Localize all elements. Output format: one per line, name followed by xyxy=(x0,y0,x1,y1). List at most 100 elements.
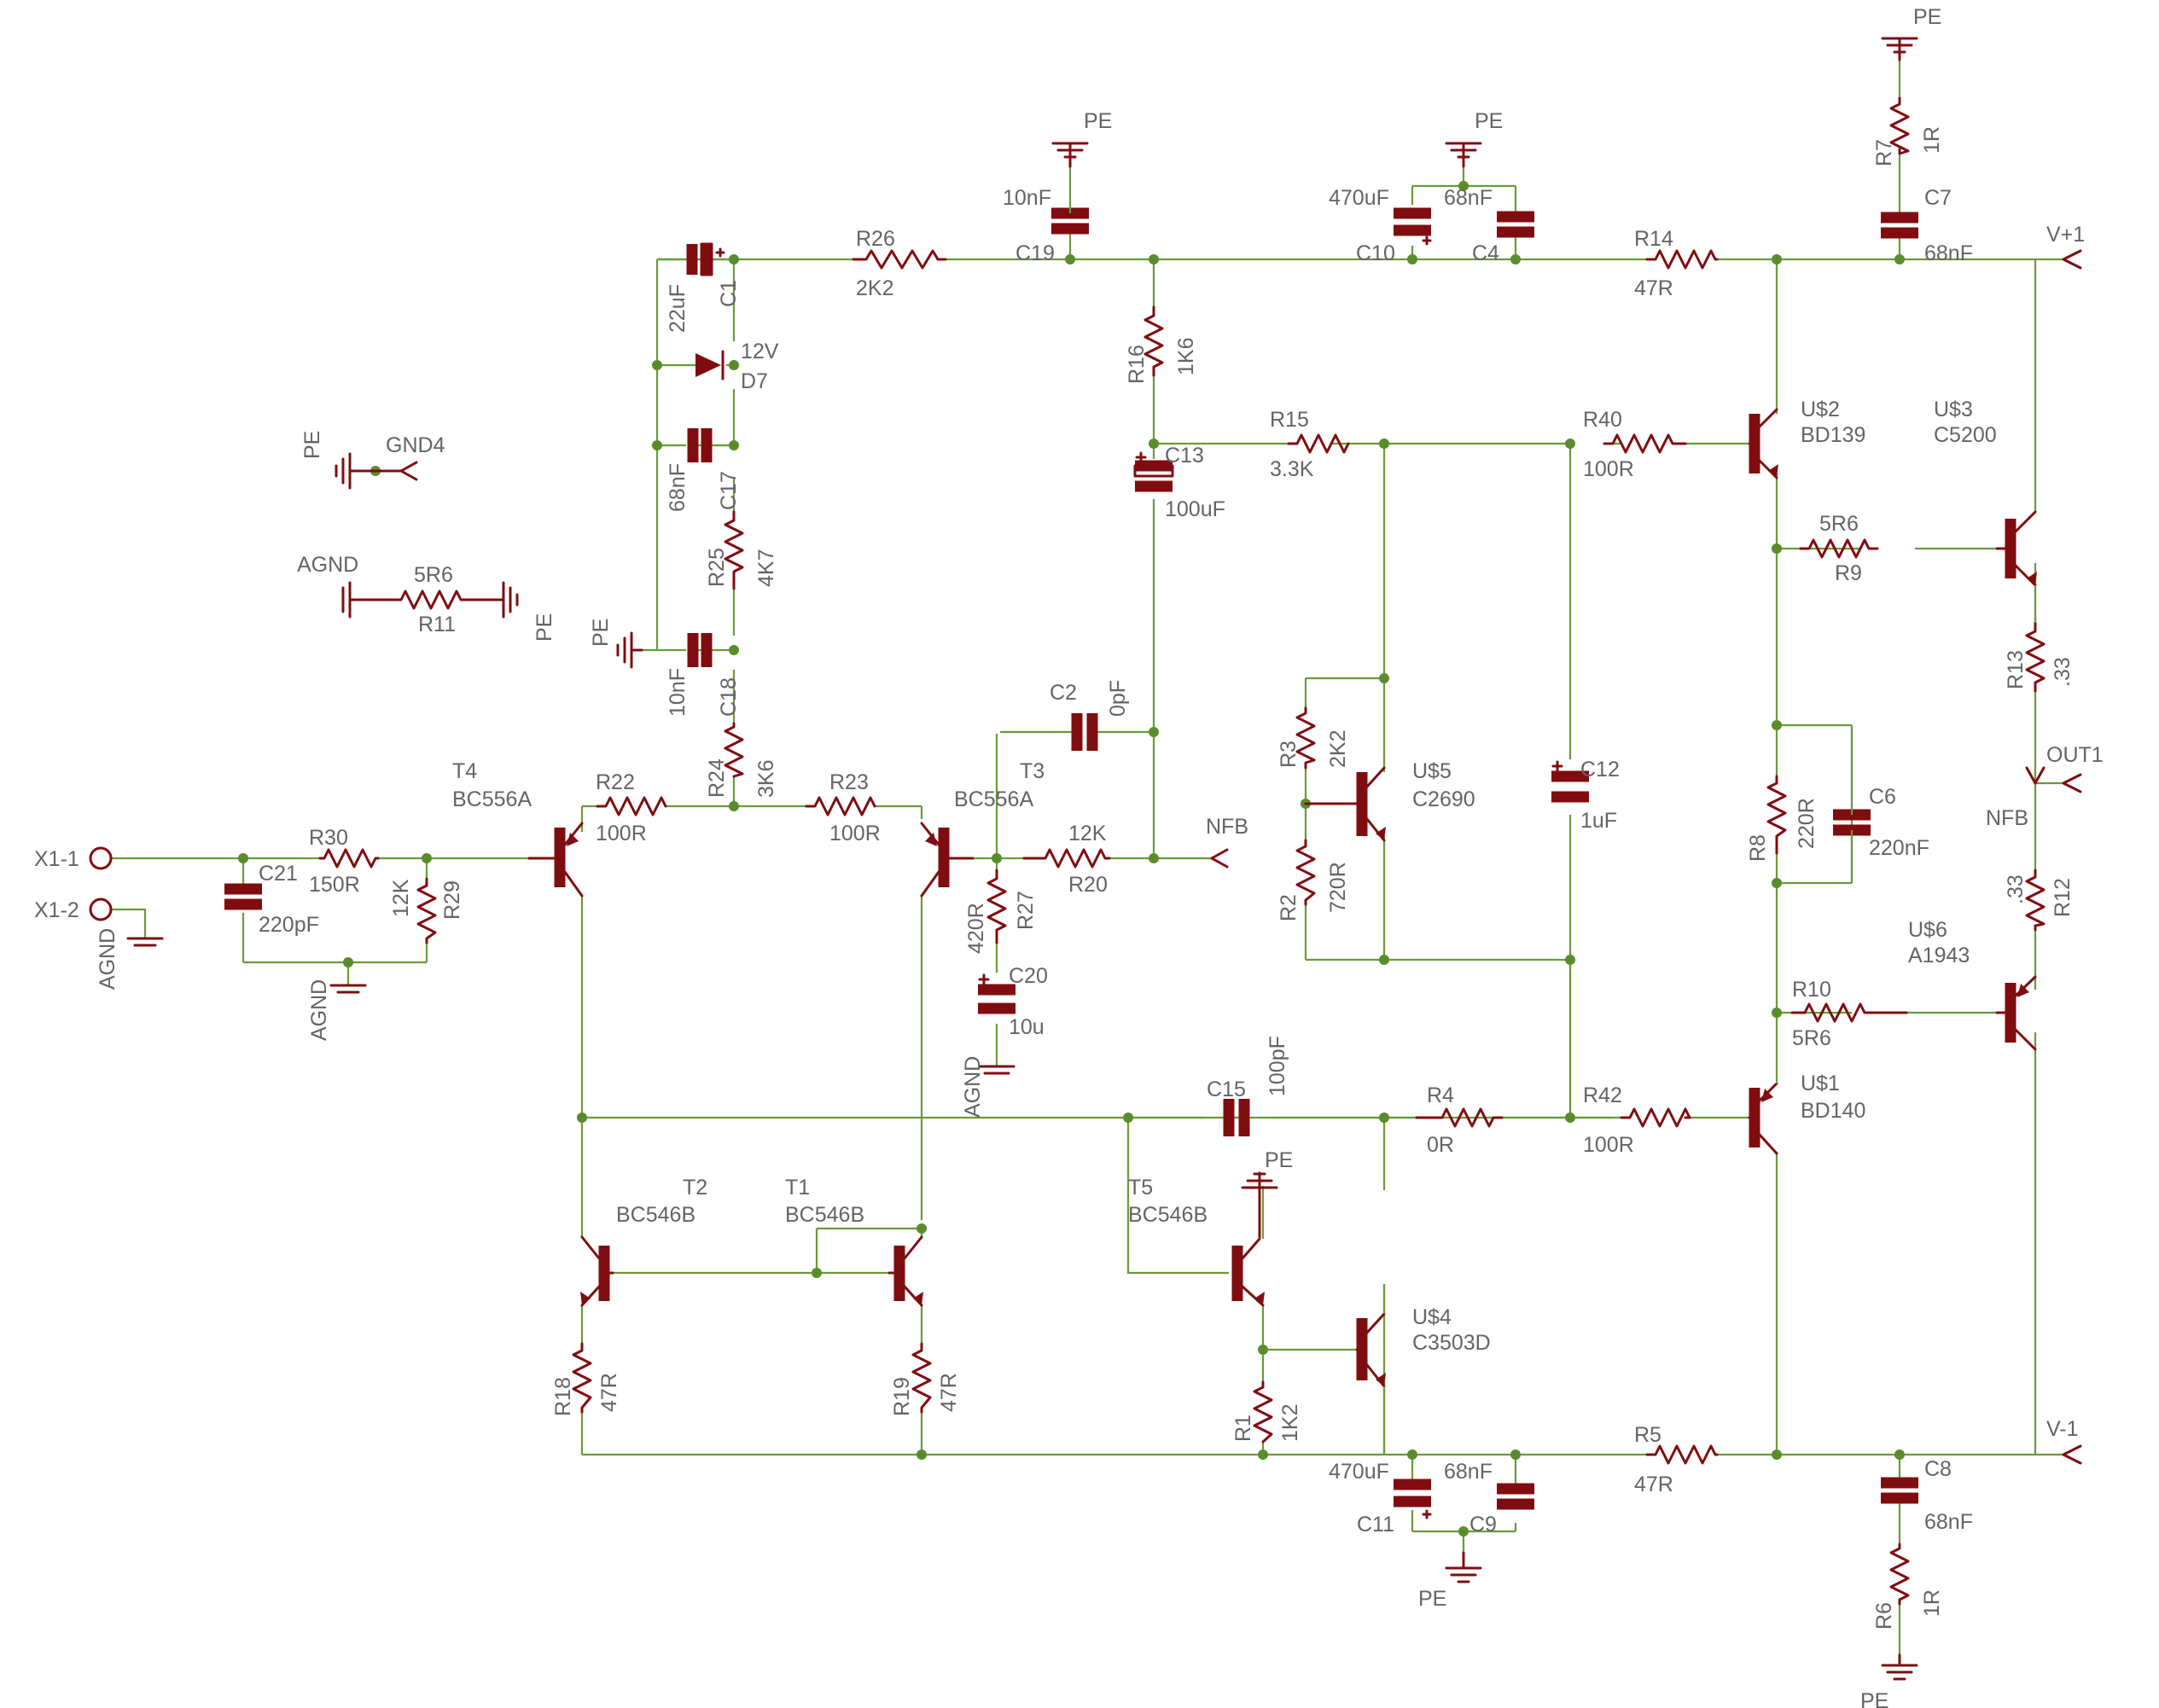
capacitors xyxy=(224,166,1918,1519)
u1-value: BD140 xyxy=(1801,1099,1865,1123)
u4-value: C3503D xyxy=(1412,1331,1491,1355)
u6-name: U$6 xyxy=(1908,918,1947,942)
vpos-label: V+1 xyxy=(2046,223,2085,247)
c11-value: 470uF xyxy=(1329,1460,1389,1484)
r23-symbol xyxy=(805,796,876,816)
t4-name: T4 xyxy=(452,759,477,783)
u3-value: C5200 xyxy=(1934,423,1997,447)
r3-value: 2K2 xyxy=(1326,730,1350,768)
c1-name: C1 xyxy=(717,280,741,307)
r9-symbol xyxy=(1799,538,1879,559)
c18-value: 10nF xyxy=(666,668,690,717)
c20-name: C20 xyxy=(1009,964,1048,988)
t1-value: BC546B xyxy=(785,1203,864,1227)
diode-d7 xyxy=(695,350,725,381)
r20-name: R20 xyxy=(1068,873,1108,897)
t2-value: BC546B xyxy=(616,1203,695,1227)
pe-label: PE xyxy=(1860,1689,1888,1708)
r30-value: 150R xyxy=(309,873,360,897)
pe-label: PE xyxy=(1475,109,1503,133)
r3-name: R3 xyxy=(1277,741,1301,768)
r27-symbol xyxy=(986,869,1007,944)
r3-symbol xyxy=(1295,706,1316,770)
r18-value: 47R xyxy=(597,1373,621,1412)
c9-name: C9 xyxy=(1469,1513,1497,1537)
x1-1-label: X1-1 xyxy=(34,847,79,871)
r7-value: 1R xyxy=(1920,126,1944,154)
r1-value: 1K2 xyxy=(1278,1404,1302,1442)
r1-symbol xyxy=(1253,1380,1273,1444)
c4-value: 68nF xyxy=(1444,186,1493,210)
u5-name: U$5 xyxy=(1412,759,1452,783)
r27-value: 420R xyxy=(964,903,988,954)
c6-value: 220nF xyxy=(1869,836,1929,860)
c17-value: 68nF xyxy=(666,463,690,512)
r1-name: R1 xyxy=(1231,1415,1255,1442)
component-labels: 10nF C19 R26 2K2 470uF C10 68nF C4 R14 4… xyxy=(259,126,2075,1630)
x1-2-label: X1-2 xyxy=(34,898,79,922)
pe-label: PE xyxy=(589,619,613,647)
r13-symbol xyxy=(2025,621,2046,693)
r42-symbol xyxy=(1620,1107,1691,1128)
pe-label: PE xyxy=(1265,1148,1293,1172)
r16-value: 1K6 xyxy=(1174,338,1198,375)
t2-name: T2 xyxy=(683,1176,707,1200)
r7-symbol xyxy=(1889,96,1910,155)
r18-symbol xyxy=(572,1342,592,1414)
r2-value: 720R xyxy=(1326,862,1350,913)
r12-value: .33 xyxy=(2004,874,2028,904)
pe-label: PE xyxy=(300,431,324,459)
c11-name: C11 xyxy=(1357,1513,1394,1537)
u2-name: U$2 xyxy=(1801,398,1840,421)
r4-name: R4 xyxy=(1427,1083,1454,1107)
c7-name: C7 xyxy=(1924,186,1952,210)
t4-value: BC556A xyxy=(452,787,532,811)
r14-name: R14 xyxy=(1634,227,1673,251)
r42-name: R42 xyxy=(1583,1083,1622,1107)
gnd4-label: GND4 xyxy=(386,433,445,457)
r12-symbol xyxy=(2025,869,2046,932)
r29-value: 12K xyxy=(389,879,413,917)
r19-name: R19 xyxy=(890,1377,914,1416)
r25-value: 4K7 xyxy=(754,549,778,587)
r24-value: 3K6 xyxy=(754,760,778,798)
c6-name: C6 xyxy=(1869,785,1896,809)
c4-name: C4 xyxy=(1472,241,1499,265)
pe-label: PE xyxy=(1418,1587,1446,1611)
r9-value: 5R6 xyxy=(1819,512,1859,536)
r14-symbol xyxy=(1645,249,1719,270)
net-labels: PE PE PE PE PE PE PE PE PE GND4 AGND AGN… xyxy=(34,5,2104,1708)
r5-value: 47R xyxy=(1634,1473,1673,1496)
t5-name: T5 xyxy=(1128,1176,1153,1200)
r5-name: R5 xyxy=(1634,1423,1661,1447)
r23-value: 100R xyxy=(829,822,881,845)
r7-name: R7 xyxy=(1872,139,1896,166)
r15-name: R15 xyxy=(1270,408,1309,432)
agnd-label: AGND xyxy=(307,979,331,1041)
r10-symbol xyxy=(1790,1002,1908,1023)
c10-value: 470uF xyxy=(1329,186,1389,210)
r16-name: R16 xyxy=(1125,345,1149,384)
r20-symbol xyxy=(1022,848,1111,869)
t5-value: BC546B xyxy=(1128,1203,1208,1227)
r22-name: R22 xyxy=(596,770,635,794)
t3-name: T3 xyxy=(1020,759,1045,783)
u1-name: U$1 xyxy=(1801,1072,1840,1095)
r15-value: 3.3K xyxy=(1270,457,1314,481)
r12-name: R12 xyxy=(2051,878,2075,917)
out1-label: OUT1 xyxy=(2046,743,2104,767)
r16-symbol xyxy=(1144,305,1164,377)
r40-symbol xyxy=(1603,433,1687,454)
resistors xyxy=(318,96,2046,1606)
r11-name: R11 xyxy=(418,613,456,636)
r30-symbol xyxy=(318,848,380,869)
c8-name: C8 xyxy=(1924,1457,1952,1481)
ground-symbols xyxy=(126,37,1918,1681)
pe-label: PE xyxy=(1084,109,1112,133)
r10-name: R10 xyxy=(1792,978,1831,1002)
r26-symbol xyxy=(852,249,947,270)
r8-name: R8 xyxy=(1746,834,1770,862)
r2-name: R2 xyxy=(1277,894,1301,921)
vneg-label: V-1 xyxy=(2046,1417,2079,1441)
r27-name: R27 xyxy=(1014,891,1038,930)
